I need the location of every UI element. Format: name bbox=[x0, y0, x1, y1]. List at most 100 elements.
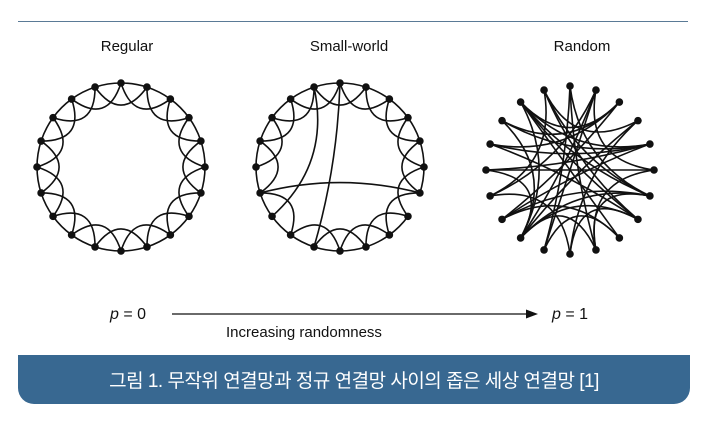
network-node bbox=[268, 113, 276, 122]
network-edge bbox=[290, 224, 341, 252]
network-node bbox=[256, 189, 264, 197]
network-edge bbox=[501, 143, 651, 221]
network-node bbox=[143, 243, 151, 251]
network-edge bbox=[188, 192, 202, 217]
network-node bbox=[516, 234, 525, 242]
network-edge bbox=[489, 89, 597, 197]
network-edge bbox=[146, 86, 171, 100]
network-node bbox=[268, 212, 276, 221]
network-edge bbox=[290, 234, 315, 248]
figure-caption: 그림 1. 무작위 연결망과 정규 연결망 사이의 좁은 세상 연결망 [1] bbox=[18, 355, 690, 404]
network-edge bbox=[94, 246, 122, 252]
network-edge bbox=[255, 140, 261, 168]
network-node bbox=[286, 95, 295, 103]
network-node bbox=[566, 82, 574, 90]
network-edge bbox=[36, 117, 64, 168]
p-one-label: p = 1 bbox=[552, 306, 589, 323]
network-edge bbox=[120, 246, 148, 252]
network-edge bbox=[519, 101, 621, 239]
network-edge bbox=[271, 87, 315, 122]
network-node bbox=[498, 215, 506, 224]
network-node bbox=[592, 246, 600, 254]
network-edge bbox=[397, 117, 425, 168]
network-node bbox=[286, 231, 295, 239]
network-edge bbox=[169, 98, 190, 119]
network-node bbox=[49, 113, 57, 122]
network-edge bbox=[94, 86, 148, 106]
network-edge bbox=[52, 87, 96, 122]
network-node bbox=[197, 137, 205, 145]
network-edge bbox=[52, 215, 73, 236]
network-edge bbox=[41, 192, 76, 236]
network-node bbox=[166, 95, 175, 103]
network-node bbox=[498, 116, 506, 125]
network-edge bbox=[52, 98, 73, 119]
network-edge bbox=[182, 140, 202, 194]
network-edge bbox=[271, 86, 319, 217]
network-node bbox=[385, 231, 394, 239]
network-edge bbox=[339, 82, 367, 88]
network-edge bbox=[593, 89, 655, 171]
network-node bbox=[33, 163, 41, 171]
network-node bbox=[49, 212, 57, 221]
network-node bbox=[117, 79, 125, 87]
axis-label: Increasing randomness bbox=[226, 324, 382, 341]
network-node bbox=[143, 83, 151, 91]
network-edge bbox=[397, 166, 425, 217]
network-node bbox=[256, 137, 264, 145]
network-node bbox=[646, 140, 654, 148]
network-edge bbox=[166, 98, 201, 142]
network-edge bbox=[259, 192, 273, 217]
network-edge bbox=[313, 82, 341, 248]
network-edge bbox=[120, 82, 171, 110]
label-random: Random bbox=[553, 38, 611, 55]
network-edge bbox=[569, 120, 639, 255]
network-node bbox=[336, 79, 344, 87]
label-regular: Regular bbox=[100, 38, 154, 55]
network-edge bbox=[339, 246, 367, 252]
network-node bbox=[540, 246, 548, 254]
network-edge bbox=[365, 87, 409, 122]
network-node bbox=[420, 163, 428, 171]
network-edge bbox=[260, 192, 295, 236]
network-node bbox=[336, 247, 344, 255]
network-edge bbox=[339, 224, 390, 252]
network-edge bbox=[365, 212, 409, 247]
network-edge bbox=[388, 215, 409, 236]
network-edge bbox=[178, 117, 206, 168]
network-edge bbox=[188, 117, 202, 142]
network-edge bbox=[485, 169, 532, 239]
network-edge bbox=[569, 85, 597, 251]
network-edge bbox=[178, 166, 206, 217]
network-edge bbox=[501, 101, 620, 136]
p-zero-label: p = 0 bbox=[110, 306, 147, 323]
network-node bbox=[37, 137, 45, 145]
top-rule bbox=[18, 21, 688, 22]
network-edge bbox=[339, 82, 390, 110]
network-edge bbox=[290, 82, 341, 110]
network-node bbox=[646, 192, 654, 200]
network-node bbox=[404, 212, 412, 221]
network-edge bbox=[146, 87, 190, 122]
network-node bbox=[416, 137, 424, 145]
network-node bbox=[37, 189, 45, 197]
network-edge bbox=[489, 143, 639, 221]
network-edge bbox=[146, 212, 190, 247]
network-edge bbox=[94, 82, 122, 88]
network-edge bbox=[200, 140, 206, 168]
network-node bbox=[615, 98, 624, 106]
network-node bbox=[67, 95, 76, 103]
network-edge bbox=[593, 193, 651, 251]
network-edge bbox=[365, 86, 390, 100]
network-edge bbox=[271, 215, 292, 236]
network-edge bbox=[519, 101, 639, 221]
network-edge bbox=[36, 140, 42, 168]
network-edge bbox=[271, 98, 292, 119]
network-edge bbox=[200, 166, 206, 194]
network-edge bbox=[489, 193, 571, 255]
network-node bbox=[416, 189, 424, 197]
network-diagrams bbox=[33, 79, 658, 319]
network-node bbox=[650, 166, 658, 174]
network-node bbox=[67, 231, 76, 239]
network-node bbox=[615, 234, 624, 242]
